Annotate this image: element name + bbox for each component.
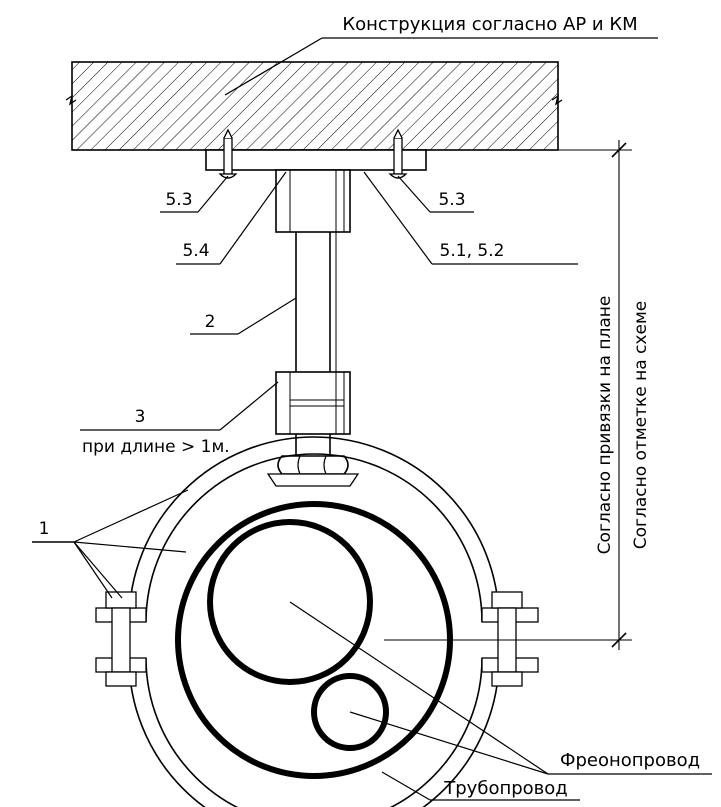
freon-pipe-small xyxy=(311,673,389,751)
threaded-rod xyxy=(275,169,351,475)
base-plate xyxy=(205,149,427,171)
anchor-left xyxy=(218,128,238,179)
callout-2: 2 xyxy=(190,297,297,335)
label-5-3-right: 5.3 xyxy=(438,190,465,210)
label-2: 2 xyxy=(205,312,216,332)
dimension-plan-label: Согласно привязки на плане xyxy=(595,296,615,555)
label-5-4: 5.4 xyxy=(182,241,209,261)
pipe-clamp xyxy=(95,436,539,807)
label-freon-pipe: Фреонопровод xyxy=(560,750,700,771)
label-5-1-5-2: 5.1, 5.2 xyxy=(440,241,505,261)
callout-5-4: 5.4 xyxy=(176,171,287,265)
dimension-line xyxy=(384,140,632,650)
callout-1: 1 xyxy=(32,489,189,599)
concrete-slab xyxy=(65,61,563,151)
callout-5-3-right: 5.3 xyxy=(397,175,474,213)
structure-label: Конструкция согласно АР и КМ xyxy=(342,14,637,35)
label-3-note: при длине > 1м. xyxy=(82,437,230,457)
callout-3: 3 при длине > 1м. xyxy=(80,381,279,457)
label-5-3-left: 5.3 xyxy=(165,190,192,210)
callout-pipe: Трубопровод xyxy=(381,771,580,801)
label-pipeline: Трубопровод xyxy=(443,778,567,799)
callout-5-1-5-2: 5.1, 5.2 xyxy=(363,171,578,265)
label-3: 3 xyxy=(135,407,146,427)
callout-freon: Фреонопровод xyxy=(289,601,712,775)
callout-5-3-left: 5.3 xyxy=(160,175,229,213)
structure-leader: Конструкция согласно АР и КМ xyxy=(224,14,658,96)
dimension-scheme-label: Согласно отметке на схеме xyxy=(631,301,651,549)
label-1: 1 xyxy=(39,519,50,539)
freon-pipe-large xyxy=(207,519,373,685)
